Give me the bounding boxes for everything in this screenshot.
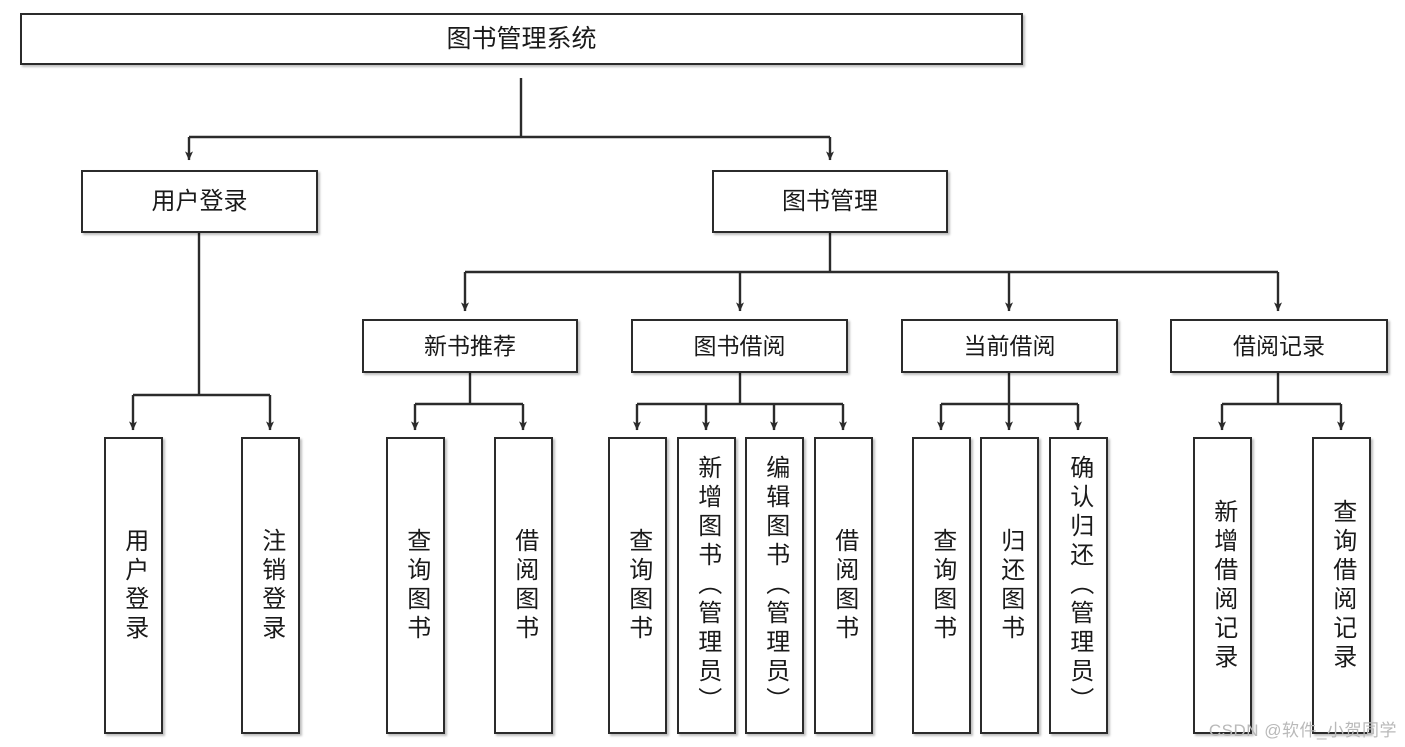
- node-label: 归还图书: [996, 527, 1024, 644]
- node-leaf-user-logout[interactable]: 注销登录: [241, 437, 300, 734]
- node-label: 编辑图书（管理员）: [761, 455, 789, 716]
- node-book-manage[interactable]: 图书管理: [712, 170, 948, 233]
- node-label: 注销登录: [257, 527, 285, 644]
- node-label: 查询借阅记录: [1328, 498, 1356, 673]
- csdn-watermark: CSDN @软件_小贺同学: [1208, 721, 1397, 740]
- node-book-borrow[interactable]: 图书借阅: [631, 319, 848, 373]
- node-leaf-user-login[interactable]: 用户登录: [104, 437, 163, 734]
- node-leaf-query-book-3[interactable]: 查询图书: [912, 437, 971, 734]
- node-label: 借阅记录: [1233, 332, 1325, 359]
- node-leaf-query-book-1[interactable]: 查询图书: [386, 437, 445, 734]
- node-label: 查询图书: [928, 527, 956, 644]
- node-label: 借阅图书: [830, 527, 858, 644]
- node-label: 用户登录: [151, 187, 248, 215]
- node-label: 新增图书（管理员）: [693, 455, 721, 716]
- node-new-book-recommend[interactable]: 新书推荐: [362, 319, 578, 373]
- node-label: 借阅图书: [510, 527, 538, 644]
- node-root-system[interactable]: 图书管理系统: [20, 13, 1023, 65]
- node-leaf-query-record[interactable]: 查询借阅记录: [1312, 437, 1371, 734]
- node-leaf-borrow-book-2[interactable]: 借阅图书: [814, 437, 873, 734]
- node-leaf-borrow-book-1[interactable]: 借阅图书: [494, 437, 553, 734]
- node-leaf-return-book[interactable]: 归还图书: [980, 437, 1039, 734]
- node-label: 查询图书: [402, 527, 430, 644]
- node-current-borrow[interactable]: 当前借阅: [901, 319, 1118, 373]
- node-label: 用户登录: [120, 527, 148, 644]
- node-label: 新增借阅记录: [1209, 498, 1237, 673]
- node-leaf-query-book-2[interactable]: 查询图书: [608, 437, 667, 734]
- node-borrow-record[interactable]: 借阅记录: [1170, 319, 1388, 373]
- node-leaf-confirm-return[interactable]: 确认归还（管理员）: [1049, 437, 1108, 734]
- node-leaf-edit-book[interactable]: 编辑图书（管理员）: [745, 437, 804, 734]
- node-label: 图书借阅: [693, 332, 786, 359]
- node-user-login[interactable]: 用户登录: [81, 170, 318, 233]
- node-leaf-add-book[interactable]: 新增图书（管理员）: [677, 437, 736, 734]
- node-label: 当前借阅: [963, 332, 1056, 359]
- node-label: 查询图书: [624, 527, 652, 644]
- node-label: 确认归还（管理员）: [1065, 455, 1093, 716]
- node-label: 新书推荐: [424, 332, 516, 359]
- node-label: 图书管理系统: [446, 24, 597, 53]
- node-label: 图书管理: [782, 187, 878, 215]
- node-leaf-add-record[interactable]: 新增借阅记录: [1193, 437, 1252, 734]
